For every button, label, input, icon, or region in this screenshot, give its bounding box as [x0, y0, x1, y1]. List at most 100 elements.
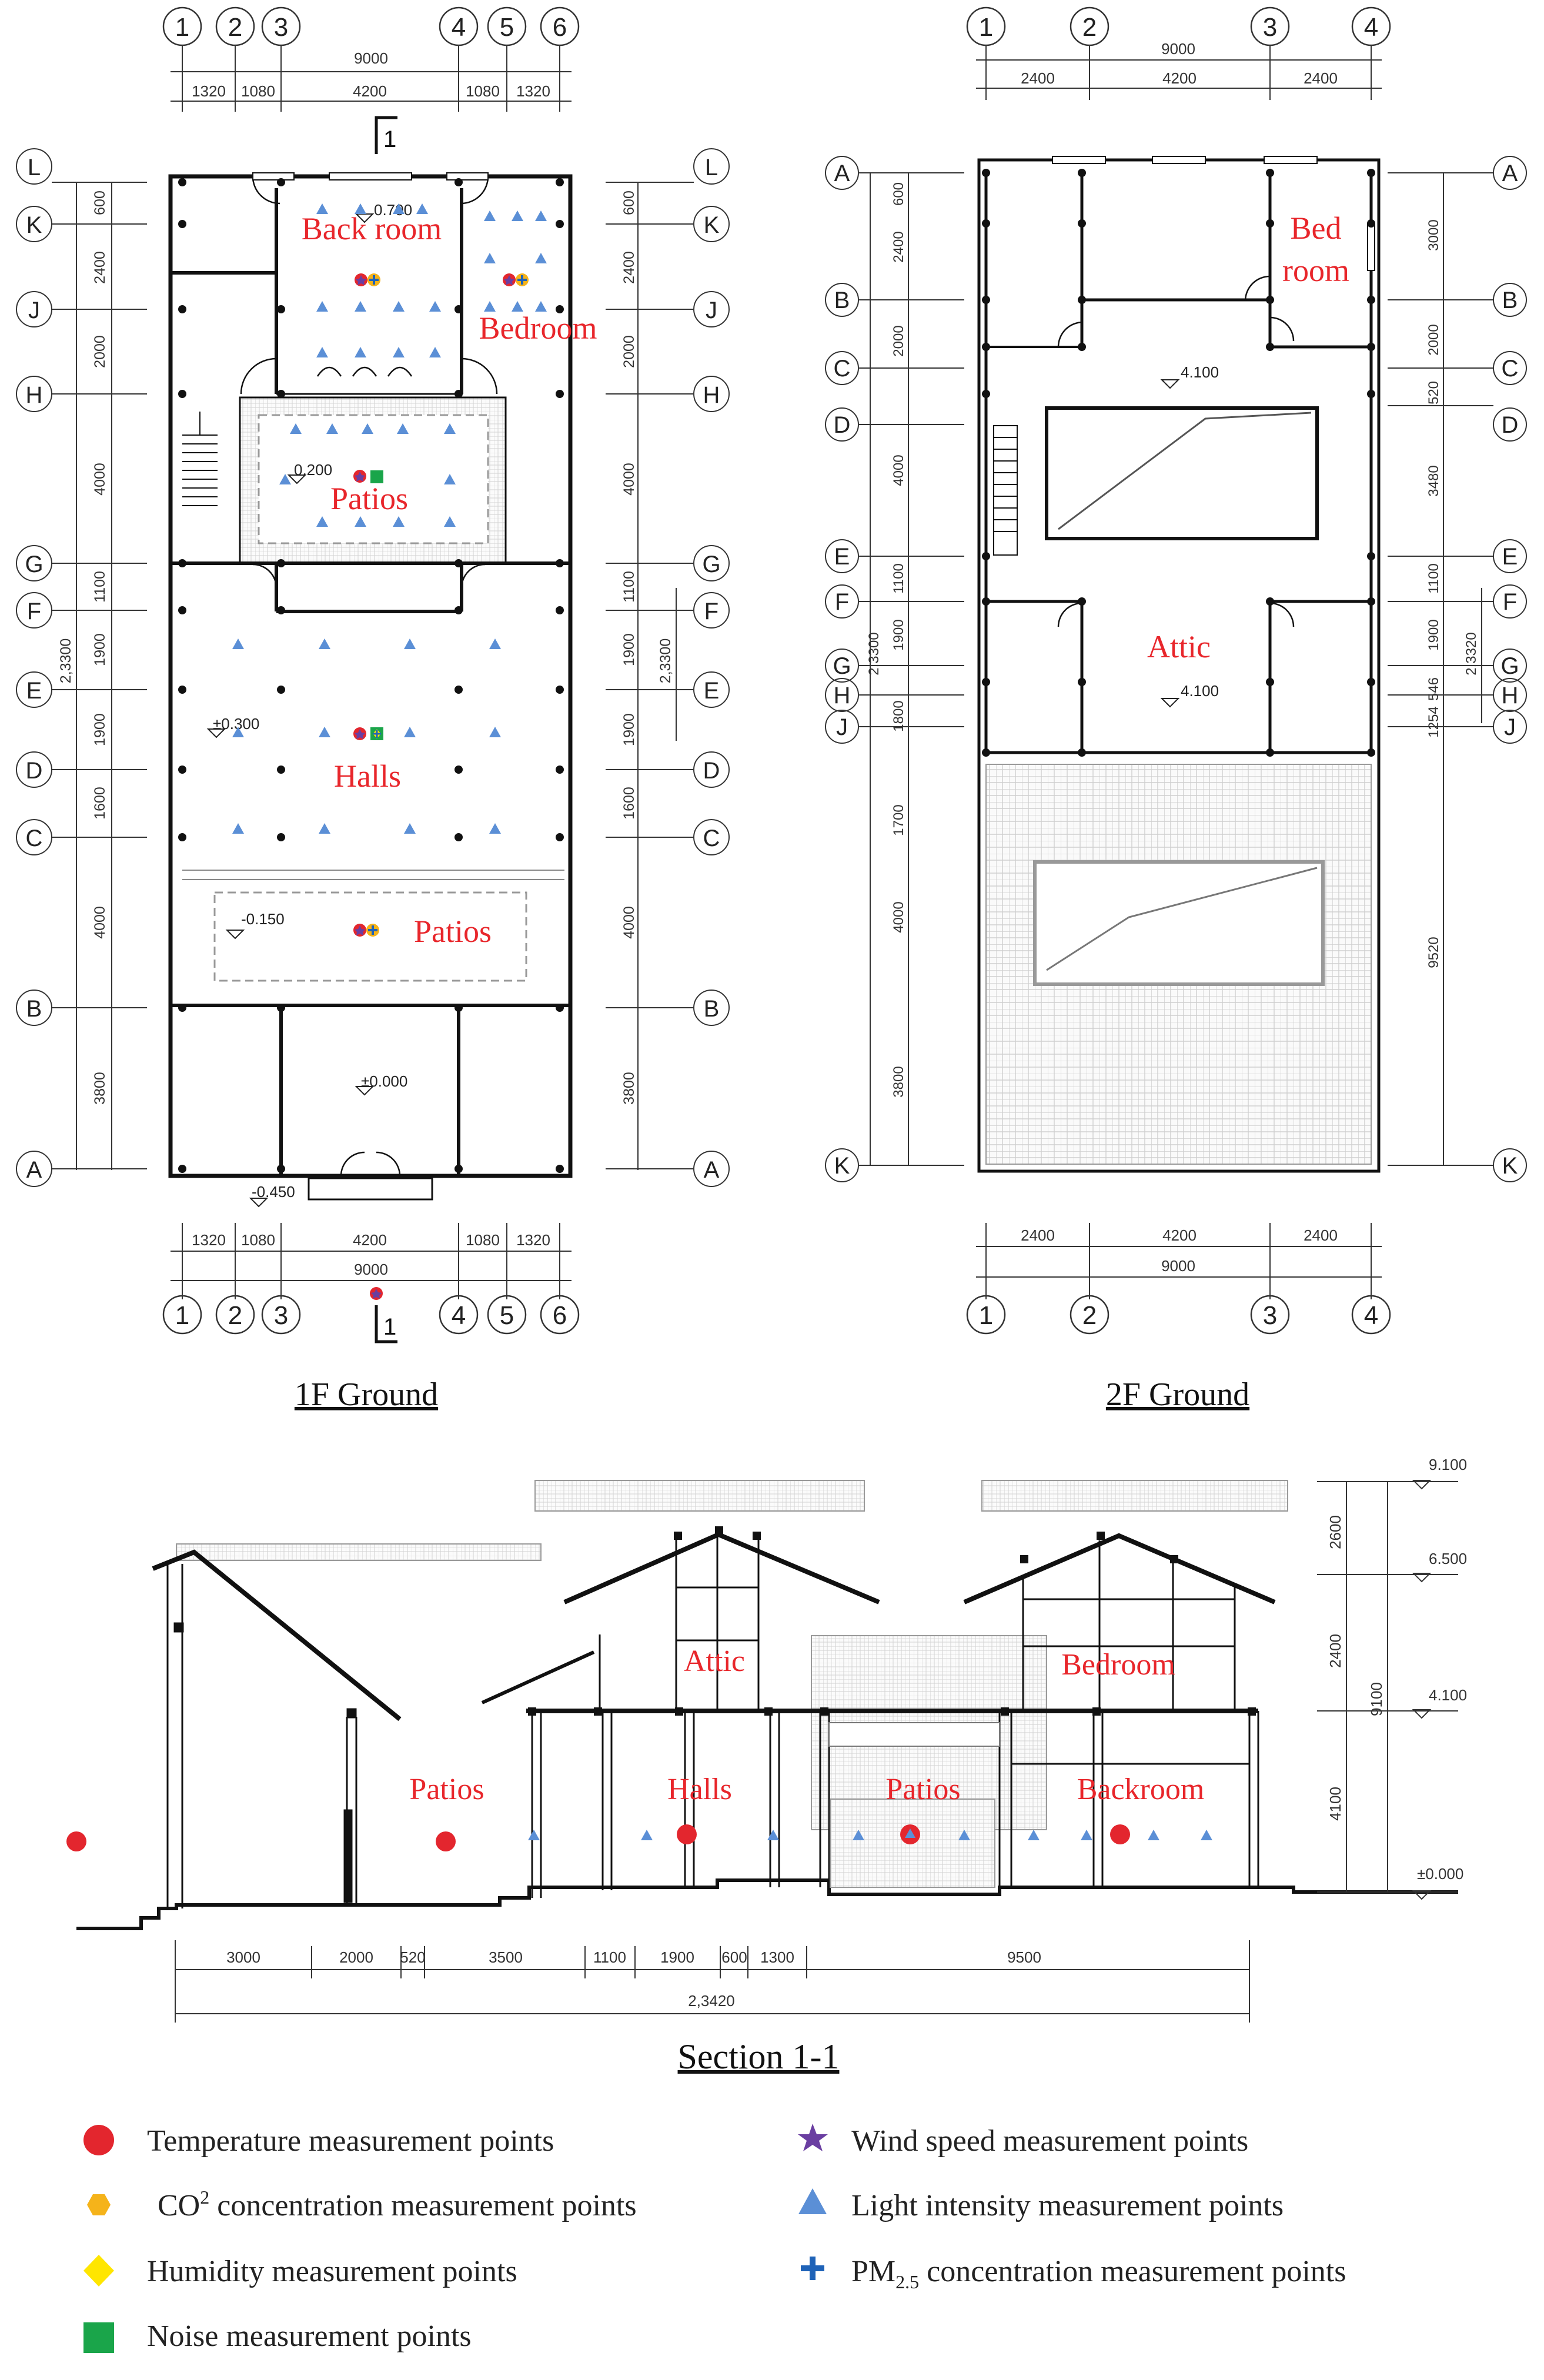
row-label: G [833, 653, 851, 679]
section-left-structure [152, 1549, 402, 1908]
dim-part: 2400 [621, 251, 637, 284]
room-label-bed-2: room [1282, 253, 1349, 288]
light-point [393, 347, 405, 357]
dim-part: 4000 [891, 901, 907, 932]
row-bubble: D [1388, 405, 1527, 442]
dim-part: 1700 [891, 804, 907, 835]
dim-part: 2000 [92, 335, 108, 368]
plan2-left-dims: 600 2400 2000 4000 1100 1900 1800 1700 4… [866, 173, 909, 1165]
col-label: 6 [553, 1301, 567, 1330]
row-label: A [26, 1157, 42, 1183]
dim-part: 1900 [92, 633, 108, 666]
dim-part: 1900 [660, 1948, 694, 1966]
row-bubble: E [825, 539, 964, 573]
light-point [404, 727, 416, 737]
dim-part: 1100 [891, 563, 907, 594]
row-bubble: K [1388, 1148, 1527, 1182]
svg-text:PM2.5 concentration measuremen: PM2.5 concentration measurement points [851, 2255, 1346, 2292]
dim-part: 546 [1426, 677, 1442, 701]
dim-part: 1900 [92, 713, 108, 746]
light-point [535, 253, 547, 263]
row-bubble: F [16, 592, 147, 629]
legend-label: Wind speed measurement points [851, 2124, 1248, 2158]
row-label: F [1503, 589, 1517, 615]
light-point [362, 423, 373, 434]
row-bubble: D [825, 407, 964, 442]
row-label: A [834, 161, 850, 186]
row-bubble: C [606, 819, 730, 855]
dim-part: 1900 [621, 713, 637, 746]
level-mark: 4.100 [1181, 363, 1219, 381]
legend-item-humidity: Humidity measurement points [83, 2255, 517, 2288]
co2-hexagon-icon [87, 2194, 111, 2215]
legend-label: Noise measurement points [147, 2319, 472, 2353]
section-height-dims: 2600 2400 4100 9100 9.100 6.500 4.100 ±0… [1317, 1456, 1467, 1900]
light-point [512, 210, 523, 221]
light-point [404, 639, 416, 649]
dim-part: 1100 [92, 571, 108, 603]
level-mark: ±0.000 [1417, 1865, 1463, 1883]
col-label: 3 [274, 13, 288, 42]
dim-total: 9000 [1161, 1257, 1195, 1275]
dim-part: 2000 [1426, 324, 1442, 355]
row-label: H [1502, 683, 1519, 708]
light-point [279, 474, 291, 484]
dim-total: 9000 [1161, 40, 1195, 58]
room-label-bedroom: Bedroom [479, 310, 597, 346]
room-label-patios-lower: Patios [414, 914, 492, 949]
light-point [319, 639, 330, 649]
level-mark: 9.100 [1429, 1456, 1467, 1473]
light-point [397, 423, 409, 434]
dim-total-vertical: 2,3320 [1463, 632, 1479, 675]
light-point [429, 301, 441, 312]
dim-part: 1300 [760, 1948, 794, 1966]
section-room-attic: Attic [684, 1644, 745, 1678]
row-bubble: K [16, 206, 147, 242]
dim-part: 600 [891, 182, 907, 206]
row-label: F [27, 599, 41, 624]
humidity-diamond-icon [83, 2255, 114, 2287]
row-bubble: A [16, 1151, 147, 1187]
dim-part: 4200 [353, 82, 387, 100]
light-point [429, 347, 441, 357]
level-mark: ±0.300 [213, 715, 259, 733]
row-label: E [834, 544, 850, 570]
patio-dashed-lower [213, 891, 527, 982]
light-point [489, 639, 501, 649]
row-bubble: D [606, 751, 730, 788]
legend-label-pm-suffix: concentration measurement points [919, 2255, 1346, 2288]
section-room-labels: Attic Bedroom Patios Halls Patios Backro… [409, 1644, 1204, 1806]
temperature-point [1110, 1824, 1130, 1844]
row-bubble: J [16, 291, 147, 327]
height-dim: 2600 [1326, 1515, 1344, 1549]
dim-part: 2400 [92, 251, 108, 284]
plus-icon [801, 2257, 824, 2280]
col-bubble: 6 [540, 6, 580, 46]
temperature-point [436, 1831, 456, 1851]
dim-part: 1080 [241, 82, 275, 100]
dim-part: 520 [400, 1948, 425, 1966]
light-point [489, 727, 501, 737]
plan2-top-dims: 9000 2400 4200 2400 [976, 40, 1382, 100]
light-point [232, 823, 244, 834]
row-label: F [704, 599, 718, 624]
row-bubble: C [16, 819, 147, 855]
light-point [319, 823, 330, 834]
plan1-levels: 0.700 0.200 ±0.300 -0.150 ±0.000 -0.450 [206, 201, 412, 1208]
dim-part: 600 [92, 190, 108, 215]
row-label: B [26, 996, 42, 1022]
room-label-halls: Halls [334, 758, 401, 794]
row-bubble: B [1388, 283, 1527, 317]
row-label: B [704, 996, 720, 1022]
row-label: K [834, 1153, 850, 1179]
light-point [489, 823, 501, 834]
light-point [326, 423, 338, 434]
col-label: 1 [175, 13, 189, 42]
row-bubble: L [606, 148, 730, 185]
dim-part: 4200 [1162, 1226, 1197, 1244]
legend-item-pm: PM2.5 concentration measurement points [801, 2255, 1346, 2292]
legend-item-co2: CO2 concentration measurement points [87, 2187, 637, 2222]
dim-total: 9000 [354, 1261, 388, 1278]
plan1-caption: 1F Ground [295, 1376, 438, 1413]
